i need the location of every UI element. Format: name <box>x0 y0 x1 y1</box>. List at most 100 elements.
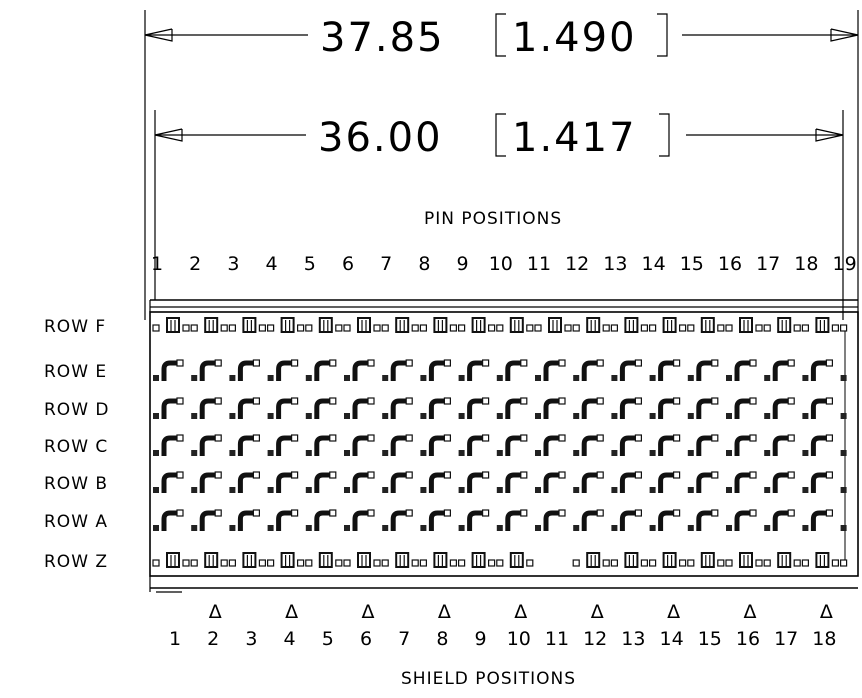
signal-contact <box>840 525 847 531</box>
signal-contact <box>649 471 681 493</box>
shield-number: 9 <box>475 628 487 650</box>
signal-contact <box>153 434 184 456</box>
shield-contact <box>839 559 848 567</box>
shield-contact <box>801 317 840 333</box>
pin-number: 17 <box>756 253 780 275</box>
row-label: ROW A <box>44 512 108 532</box>
shield-number: 11 <box>545 628 569 650</box>
signal-contact <box>191 359 222 381</box>
signal-contact <box>649 359 681 381</box>
signal-contact <box>420 397 451 419</box>
shield-number: 2 <box>207 628 219 650</box>
signal-contact <box>840 450 847 456</box>
signal-contact <box>535 397 566 419</box>
shield-number: 12 <box>583 628 607 650</box>
shield-marker: Δ <box>667 601 680 623</box>
signal-contact <box>535 434 566 456</box>
pitch-span-dimension: 36.00 1.417 <box>154 113 844 161</box>
signal-contact <box>191 434 222 456</box>
signal-contact <box>802 471 834 493</box>
shield-contact <box>305 317 343 333</box>
signal-contact <box>191 509 222 531</box>
signal-contact <box>458 509 490 531</box>
signal-contact <box>687 471 719 493</box>
shield-marker: Δ <box>591 601 604 623</box>
shield-number: 15 <box>698 628 722 650</box>
signal-contact <box>726 397 757 419</box>
shield-marker: Δ <box>438 601 451 623</box>
shield-marker: Δ <box>285 601 298 623</box>
signal-contact <box>267 434 299 456</box>
pin-number: 10 <box>489 253 513 275</box>
row-label: ROW B <box>44 474 108 494</box>
shield-contact <box>572 552 610 568</box>
shield-contact <box>458 552 496 568</box>
signal-contact <box>764 509 795 531</box>
signal-contact <box>458 434 490 456</box>
shield-contact <box>190 552 228 568</box>
signal-contact <box>267 509 299 531</box>
shield-contact <box>228 552 266 568</box>
shield-number: 3 <box>245 628 257 650</box>
signal-contact <box>382 397 413 419</box>
row-label: ROW Z <box>44 552 108 572</box>
signal-contact <box>382 434 413 456</box>
shield-contact <box>267 317 305 333</box>
signal-contact <box>496 359 528 381</box>
signal-contact <box>649 397 681 419</box>
overall-dim-alt: 1.490 <box>512 15 637 61</box>
pin-number: 16 <box>718 253 742 275</box>
signal-contact <box>840 413 847 419</box>
signal-contact <box>687 397 719 419</box>
signal-contact <box>305 471 337 493</box>
signal-contact <box>305 509 337 531</box>
signal-contact <box>611 471 643 493</box>
pin-number: 19 <box>833 253 857 275</box>
signal-contact <box>840 487 847 493</box>
pin-number: 15 <box>680 253 704 275</box>
signal-contact <box>229 471 260 493</box>
signal-contact <box>191 397 222 419</box>
pin-positions-title: PIN POSITIONS <box>424 209 562 229</box>
pin-number: 6 <box>342 253 354 275</box>
shield-contact <box>343 317 381 333</box>
shield-contact <box>267 552 305 568</box>
row-label: ROW C <box>44 437 108 457</box>
signal-contact <box>229 434 260 456</box>
signal-contact <box>611 509 643 531</box>
signal-contact <box>687 359 719 381</box>
shield-contact <box>801 552 840 568</box>
signal-contact <box>535 359 566 381</box>
signal-contact <box>344 397 375 419</box>
shield-contact <box>648 317 687 333</box>
shield-contact <box>725 552 763 568</box>
signal-contact <box>458 359 490 381</box>
signal-contact <box>420 471 451 493</box>
shield-contact <box>572 317 610 333</box>
shield-contact <box>152 552 190 568</box>
shield-number: 6 <box>360 628 372 650</box>
signal-contact <box>764 471 795 493</box>
pitch-dim-alt: 1.417 <box>512 115 637 161</box>
signal-contact <box>382 471 413 493</box>
signal-contact <box>649 509 681 531</box>
signal-contact <box>496 509 528 531</box>
shield-contact <box>419 317 457 333</box>
signal-contact <box>649 434 681 456</box>
shield-contact <box>152 317 190 333</box>
shield-contact <box>687 552 725 568</box>
shield-contact <box>687 317 725 333</box>
signal-contact <box>726 434 757 456</box>
signal-contact <box>344 471 375 493</box>
pin-number: 11 <box>527 253 551 275</box>
signal-contact <box>764 434 795 456</box>
signal-contact <box>573 397 604 419</box>
shield-number: 10 <box>507 628 531 650</box>
row-label: ROW D <box>44 400 110 420</box>
signal-contact <box>458 471 490 493</box>
signal-contact <box>726 359 757 381</box>
pitch-dim-value: 36.00 <box>318 115 443 161</box>
